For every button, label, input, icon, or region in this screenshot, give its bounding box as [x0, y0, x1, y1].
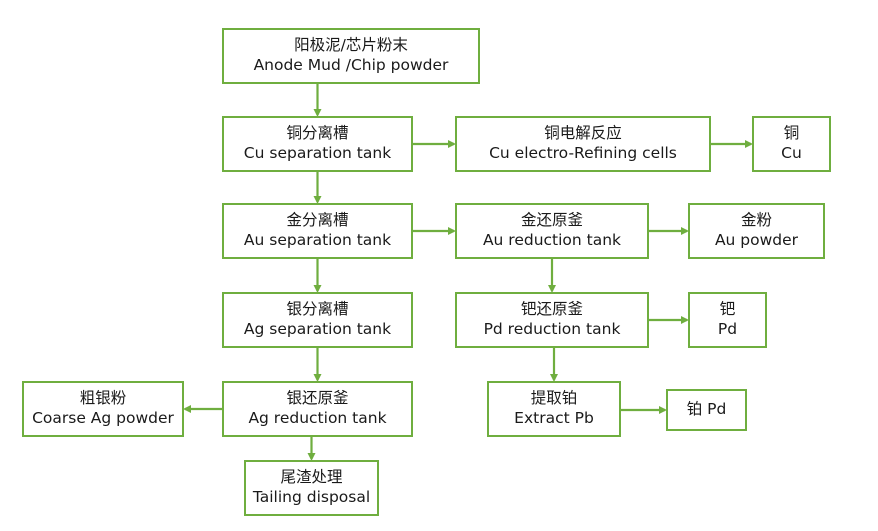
node-pd-reduction-tank: 钯还原釜 Pd reduction tank: [455, 292, 649, 348]
node-label-zh: 粗银粉: [79, 389, 127, 408]
node-label-zh: 铜: [783, 124, 800, 143]
node-label-zh: 银分离槽: [286, 300, 349, 319]
node-cu-electro-refining: 铜电解反应 Cu electro-Refining cells: [455, 116, 711, 172]
node-cu: 铜 Cu: [752, 116, 831, 172]
node-pd: 钯 Pd: [688, 292, 767, 348]
node-label: 铂 Pd: [686, 400, 727, 419]
node-au-separation-tank: 金分离槽 Au separation tank: [222, 203, 413, 259]
node-label-en: Cu separation tank: [243, 144, 392, 162]
node-label-en: Cu: [781, 144, 802, 162]
node-label-en: Coarse Ag powder: [32, 409, 174, 427]
node-label-en: Ag reduction tank: [248, 409, 387, 427]
node-label-en: Anode Mud /Chip powder: [253, 56, 449, 74]
node-label-zh: 铜分离槽: [286, 124, 349, 143]
node-label-en: Ag separation tank: [243, 320, 392, 338]
node-label-zh: 尾渣处理: [280, 468, 343, 487]
node-label-en: Cu electro-Refining cells: [489, 144, 677, 162]
node-label-en: Tailing disposal: [252, 488, 371, 506]
node-label-en: Au powder: [714, 231, 799, 249]
node-label-zh: 钯还原釜: [520, 300, 583, 319]
node-label-zh: 提取铂: [530, 389, 578, 408]
node-ag-separation-tank: 银分离槽 Ag separation tank: [222, 292, 413, 348]
node-label-zh: 阳极泥/芯片粉末: [294, 36, 408, 55]
node-label-en: Extract Pb: [514, 409, 594, 427]
node-label-zh: 金分离槽: [286, 211, 349, 230]
node-coarse-ag-powder: 粗银粉 Coarse Ag powder: [22, 381, 184, 437]
node-label-en: Pd reduction tank: [483, 320, 621, 338]
node-tailing-disposal: 尾渣处理 Tailing disposal: [244, 460, 379, 516]
node-label-zh: 金粉: [740, 211, 772, 230]
node-label-en: Pd: [717, 320, 738, 338]
node-label-zh: 银还原釜: [286, 389, 349, 408]
node-label-zh: 钯: [719, 300, 736, 319]
node-au-reduction-tank: 金还原釜 Au reduction tank: [455, 203, 649, 259]
node-label-zh: 铜电解反应: [544, 124, 622, 143]
node-cu-separation-tank: 铜分离槽 Cu separation tank: [222, 116, 413, 172]
node-anode-mud: 阳极泥/芯片粉末 Anode Mud /Chip powder: [222, 28, 480, 84]
node-ag-reduction-tank: 银还原釜 Ag reduction tank: [222, 381, 413, 437]
node-au-powder: 金粉 Au powder: [688, 203, 825, 259]
node-label-en: Au separation tank: [243, 231, 392, 249]
node-label-en: Au reduction tank: [482, 231, 622, 249]
node-extract-pb: 提取铂 Extract Pb: [487, 381, 621, 437]
node-label-zh: 金还原釜: [520, 211, 583, 230]
node-pt-pd: 铂 Pd: [666, 389, 747, 431]
